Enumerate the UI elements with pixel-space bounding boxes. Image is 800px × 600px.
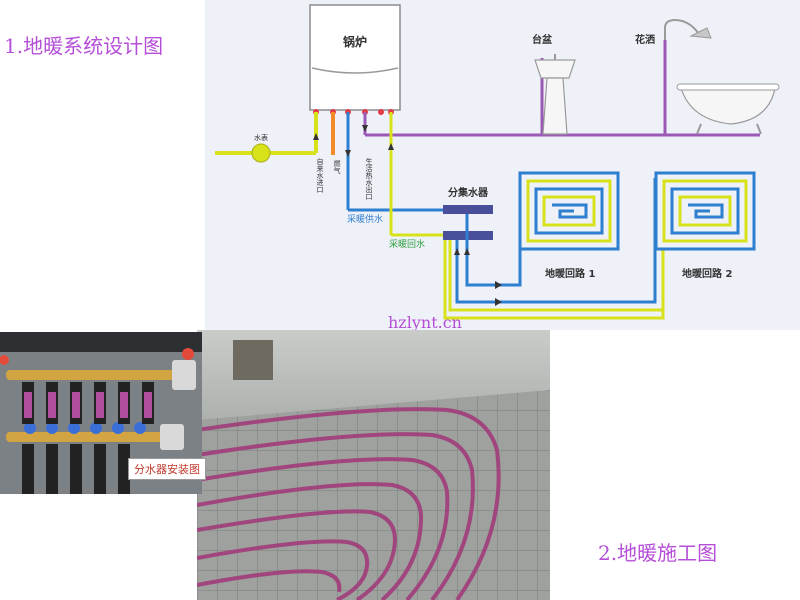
domestic-hot-water-outlet-label: 生活热水出口 <box>365 157 373 200</box>
boiler-port <box>378 109 384 115</box>
shower-label: 花洒 <box>635 33 655 46</box>
system-diagram-svg: 锅炉 水表 分集水器 <box>215 4 780 320</box>
arrow-icon <box>388 143 394 150</box>
arrow-icon <box>454 248 460 255</box>
boiler-panel-line <box>311 67 399 74</box>
floor-construction-photo <box>197 330 550 600</box>
boiler <box>309 4 401 111</box>
basin-label: 台盆 <box>532 33 553 46</box>
manifold-supply-bar <box>443 205 493 214</box>
floor-loop-1-coil <box>518 171 620 251</box>
system-design-heading: 1.地暖系统设计图 <box>4 34 164 58</box>
arrow-icon <box>495 281 502 289</box>
arrow-icon <box>495 298 502 306</box>
heating-supply-label: 采暖供水 <box>347 213 383 225</box>
arrow-icon <box>464 248 470 255</box>
loop2-label: 地暖回路 2 <box>682 267 732 280</box>
boiler-label: 锅炉 <box>343 34 367 49</box>
watermark-text: hzlynt.cn <box>388 313 462 332</box>
floor-heating-system-diagram: 锅炉 水表 分集水器 <box>205 0 800 330</box>
arrow-icon <box>313 133 319 140</box>
shower-icon <box>664 18 780 135</box>
construction-heading: 2.地暖施工图 <box>598 541 718 565</box>
arrow-icon <box>345 150 351 157</box>
floor-loop-2-coil <box>654 171 756 251</box>
basin-icon <box>534 54 576 135</box>
manifold-photo-label: 分水器安装图 <box>128 458 206 480</box>
arrow-icon <box>362 125 368 132</box>
water-meter-label: 水表 <box>254 133 268 142</box>
gas-label: 燃气 <box>333 159 341 174</box>
return-pipe-outer <box>443 240 665 320</box>
water-meter <box>251 143 271 163</box>
return-pipe-inner <box>448 240 663 312</box>
heating-return-label: 采暖回水 <box>389 238 425 250</box>
loop1-label: 地暖回路 1 <box>545 267 595 280</box>
tap-water-inlet-label: 自来水进口 <box>316 157 324 193</box>
floor-photo-svg <box>197 330 550 600</box>
manifold-label: 分集水器 <box>448 186 489 199</box>
